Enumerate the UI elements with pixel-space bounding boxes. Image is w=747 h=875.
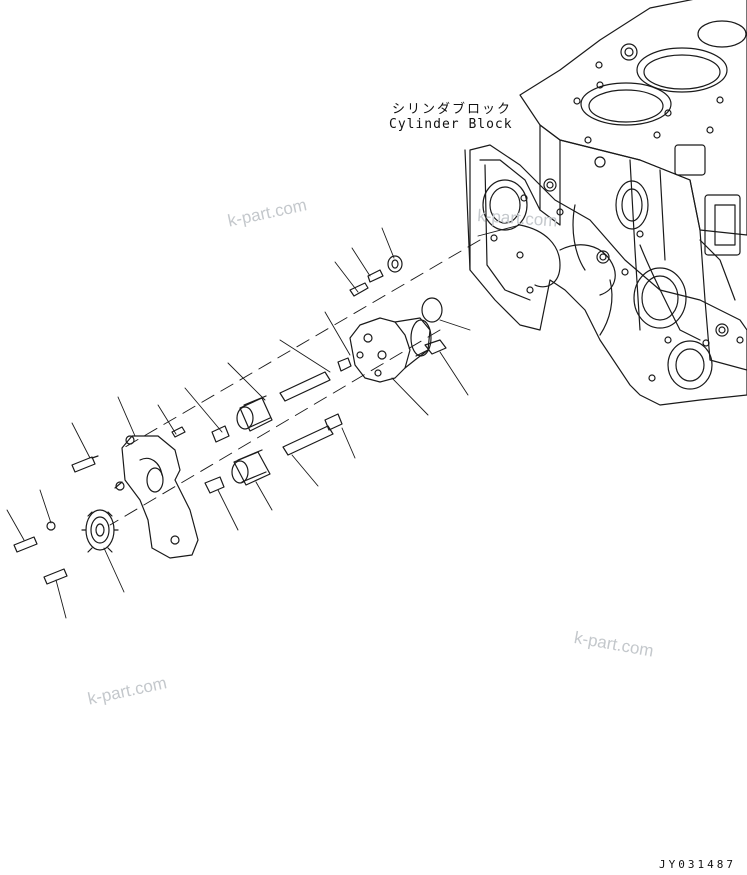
cylinder-block (464, 0, 747, 406)
assembly-axis-lines (109, 239, 481, 526)
o-ring (421, 297, 443, 323)
pump-body (349, 317, 432, 383)
leader-lines (6, 224, 521, 619)
shafts (279, 371, 334, 456)
pin-set (349, 255, 403, 297)
bolts (13, 426, 186, 585)
front-cover (114, 435, 199, 559)
cylinder-block-label-en: Cylinder Block (389, 117, 513, 132)
pump-gears (231, 395, 273, 486)
drive-gear (81, 509, 119, 553)
pump-bolt (415, 339, 447, 357)
drawing-code: JY031487 (659, 858, 736, 871)
cylinder-block-label-jp: シリンダブロック (392, 102, 513, 117)
